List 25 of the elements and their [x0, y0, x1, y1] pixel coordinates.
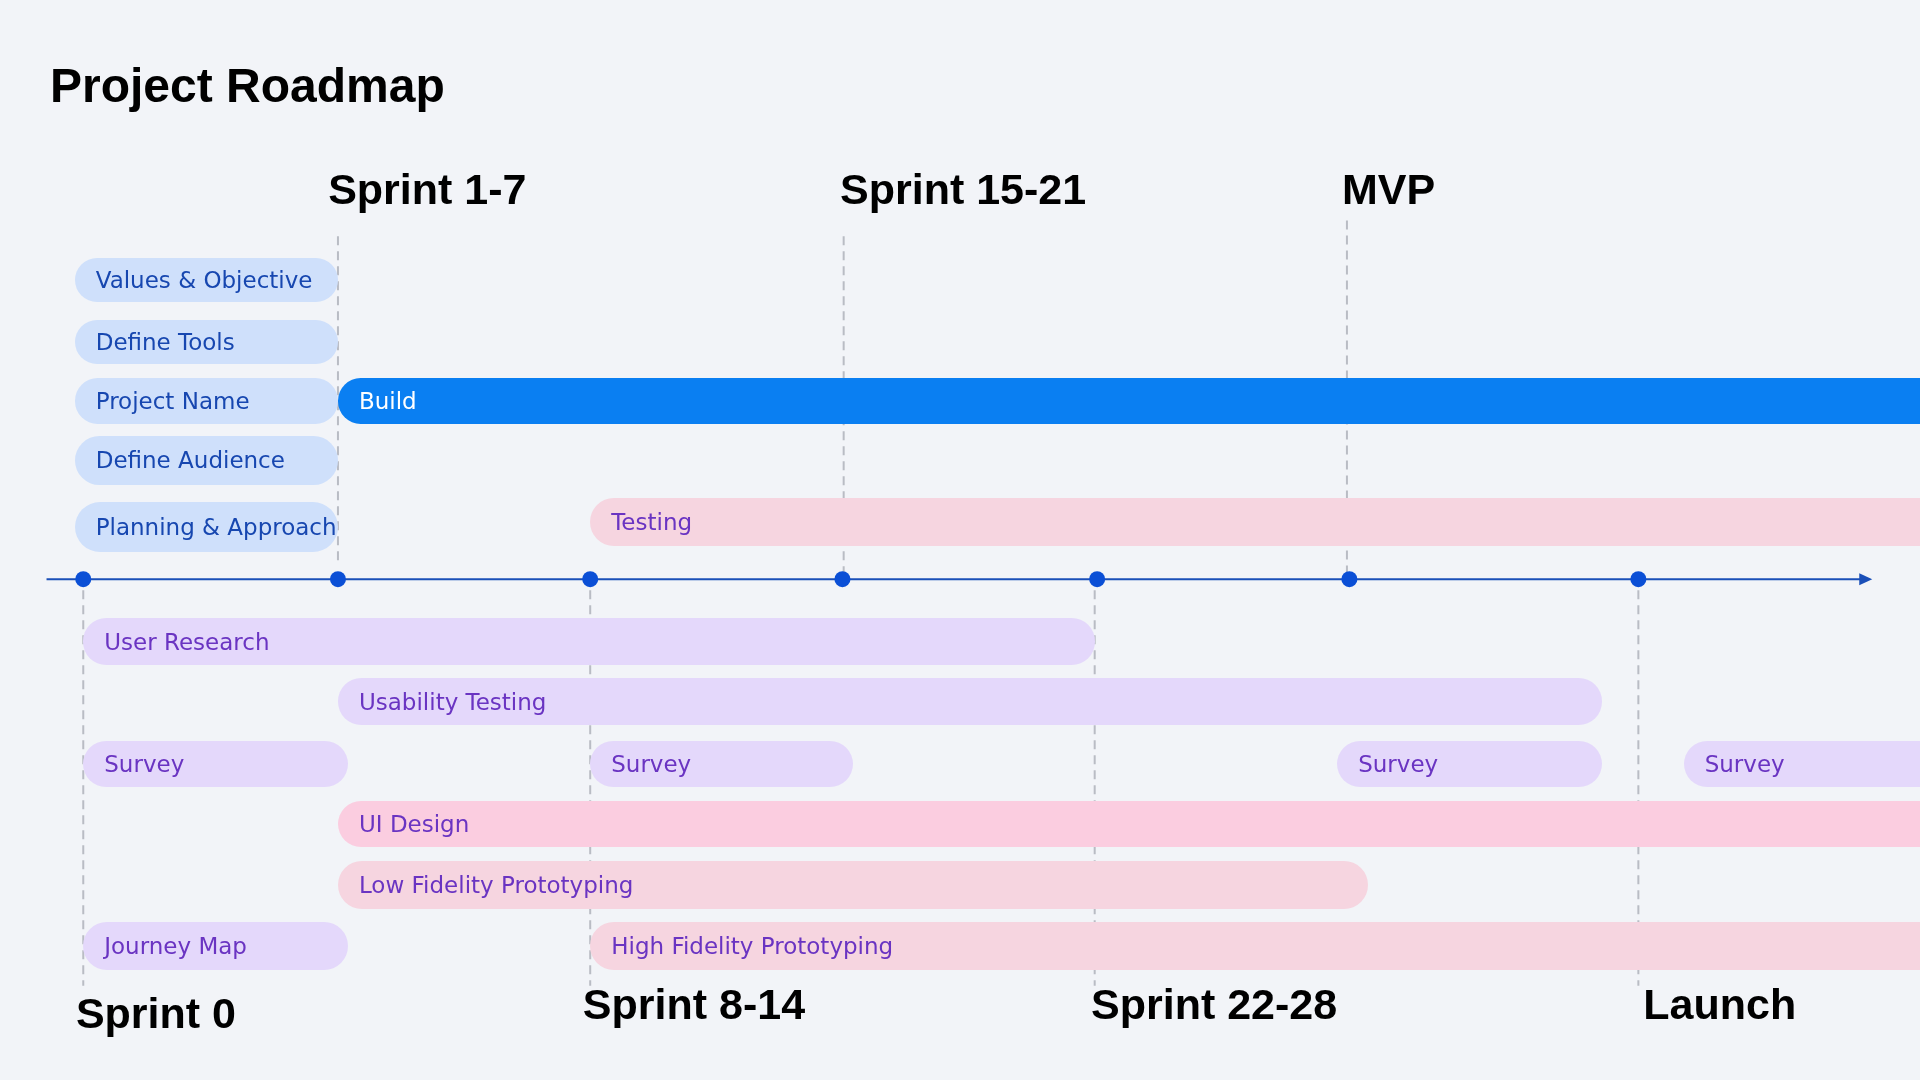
- milestone-label: MVP: [1342, 165, 1436, 215]
- task-bar: Testing: [590, 498, 1920, 547]
- task-bar: User Research: [83, 618, 1095, 665]
- task-bar: Survey: [590, 740, 854, 788]
- task-bar: Survey: [1337, 740, 1602, 788]
- task-bar: Survey: [83, 740, 348, 788]
- task-bar: Define Tools: [74, 319, 338, 364]
- task-bar: Planning & Approach: [74, 502, 338, 553]
- task-bar: Build: [337, 378, 1920, 424]
- task-bar: UI Design: [337, 800, 1920, 848]
- task-bar: Define Audience: [74, 435, 338, 485]
- milestone-label: Sprint 1-7: [328, 165, 527, 215]
- milestone-label: Sprint 15-21: [840, 165, 1087, 215]
- task-bar: Values & Objective: [74, 258, 338, 303]
- task-bar: Usability Testing: [337, 678, 1602, 725]
- task-bar: Low Fidelity Prototyping: [337, 860, 1368, 909]
- milestone-label: Sprint 22-28: [1091, 979, 1338, 1029]
- task-bar: Project Name: [74, 378, 338, 424]
- task-bar: Journey Map: [83, 922, 348, 970]
- task-bar: High Fidelity Prototyping: [590, 922, 1920, 970]
- milestone-label: Launch: [1643, 979, 1797, 1029]
- milestone-label: Sprint 0: [75, 989, 236, 1039]
- title: Project Roadmap: [50, 58, 445, 113]
- task-bar: Survey: [1683, 740, 1920, 788]
- milestone-label: Sprint 8-14: [582, 979, 806, 1029]
